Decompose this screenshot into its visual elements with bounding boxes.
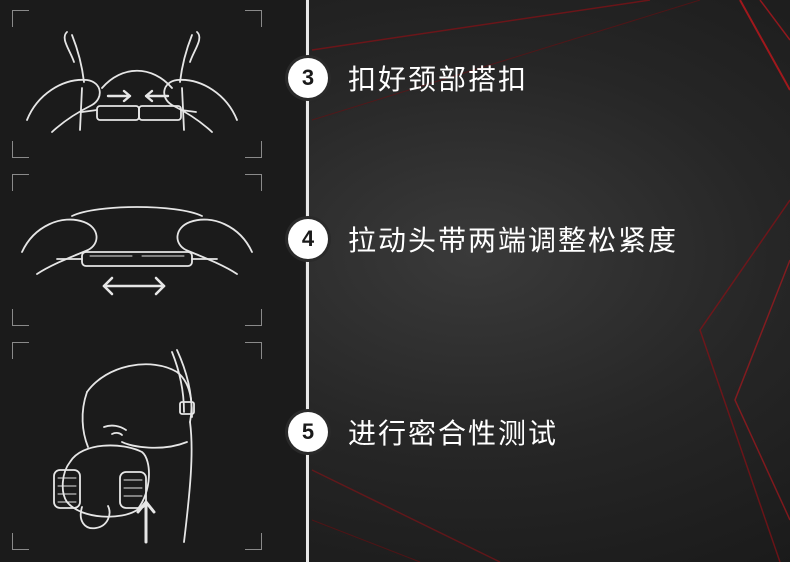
step-number-badge: 4	[288, 219, 328, 259]
mask-fit-drawing	[53, 349, 195, 544]
step-instruction: 拉动头带两端调整松紧度	[348, 224, 679, 257]
step-instruction: 进行密合性测试	[348, 417, 559, 450]
mask-fit-test-illustration	[12, 342, 262, 550]
neck-buckle-drawing	[26, 31, 238, 133]
vertical-divider	[306, 0, 309, 562]
head-strap-adjust-illustration	[12, 174, 262, 326]
step-number-badge: 5	[288, 412, 328, 452]
step-instruction: 扣好颈部搭扣	[348, 63, 529, 96]
step-number-badge: 3	[288, 58, 328, 98]
step-4: 4 拉动头带两端调整松紧度	[288, 219, 678, 259]
step-3: 3 扣好颈部搭扣	[288, 58, 528, 98]
step-5: 5 进行密合性测试	[288, 412, 558, 452]
neck-buckle-illustration	[12, 10, 262, 158]
illustration-panel	[0, 0, 305, 562]
head-strap-drawing	[21, 206, 253, 296]
